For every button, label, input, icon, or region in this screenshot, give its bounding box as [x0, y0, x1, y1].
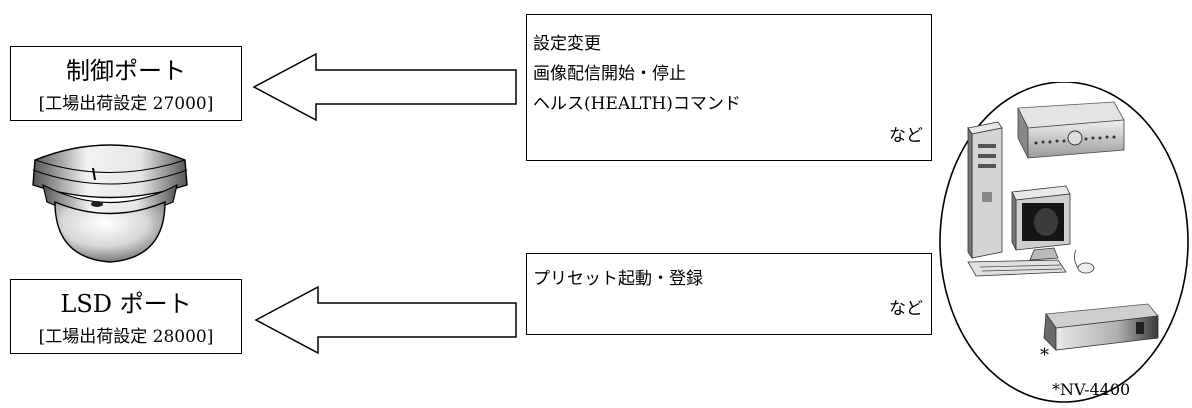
command-item: ヘルス(HEALTH)コマンド	[533, 94, 741, 114]
control-port-title: 制御ポート	[66, 57, 186, 85]
desktop-pc-icon	[967, 121, 1095, 277]
lsd-port-box: LSD ポート [工場出荷設定 28000]	[10, 279, 242, 354]
control-port-box: 制御ポート [工場出荷設定 27000]	[10, 46, 242, 121]
etc-label: など	[889, 126, 923, 146]
client-devices-circle	[939, 82, 1189, 403]
recorder-marker: *	[1040, 345, 1049, 366]
lsd-commands-box: プリセット起動・登録 など	[526, 253, 932, 335]
command-item: プリセット起動・登録	[533, 269, 703, 289]
control-commands-box: 設定変更 画像配信開始・停止 ヘルス(HEALTH)コマンド など	[526, 14, 932, 161]
command-item: 設定変更	[533, 34, 601, 54]
dome-camera-icon	[32, 144, 188, 263]
footnote: *NV-4400	[1052, 380, 1131, 399]
recorder-icon	[1017, 101, 1125, 159]
arrow-left-icon	[254, 285, 517, 355]
arrow-left-icon	[252, 52, 517, 122]
lsd-port-default: [工場出荷設定 28000]	[38, 327, 214, 347]
command-item: 画像配信開始・停止	[533, 64, 686, 84]
lsd-port-title: LSD ポート	[60, 290, 192, 318]
etc-label: など	[889, 299, 923, 319]
control-port-default: [工場出荷設定 27000]	[38, 94, 214, 114]
nv4400-device-icon	[1043, 303, 1159, 351]
